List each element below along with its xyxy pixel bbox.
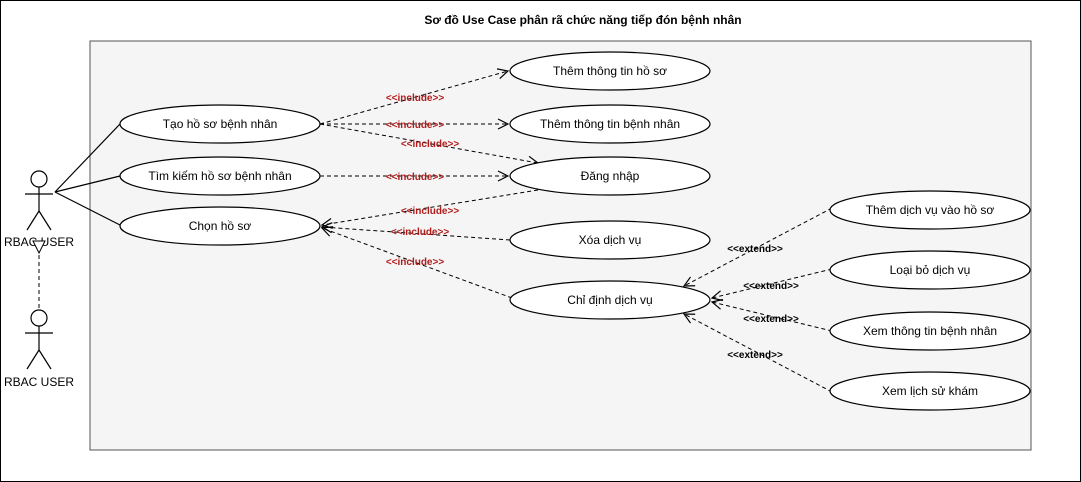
actor-label: RBAC USER	[4, 375, 74, 389]
usecase-label: Đăng nhập	[581, 169, 640, 183]
include-label: <<include>>	[386, 257, 445, 268]
include-line	[319, 123, 538, 163]
usecase-xoa-dich-vu[interactable]: Xóa dịch vụ	[509, 220, 711, 260]
actor-label: RBAC USER	[4, 235, 74, 249]
extend-label: <<extend>>	[727, 244, 783, 255]
usecase-label: Xóa dịch vụ	[579, 233, 642, 247]
usecase-dang-nhap[interactable]: Đăng nhập	[509, 156, 711, 196]
usecase-them-tt-benh-nhan[interactable]: Thêm thông tin bệnh nhân	[509, 104, 711, 144]
usecase-label: Loại bỏ dịch vụ	[890, 263, 971, 277]
include-label: <<include>>	[401, 139, 460, 150]
usecase-xem-tt-benh-nhan[interactable]: Xem thông tin bệnh nhân	[829, 311, 1031, 351]
usecase-label: Chỉ định dịch vụ	[567, 293, 652, 307]
include-label: <<include>>	[391, 227, 450, 238]
usecase-label: Thêm dịch vụ vào hồ sơ	[866, 203, 995, 217]
usecase-label: Xem lịch sử khám	[882, 384, 978, 398]
association-line	[54, 175, 121, 193]
include-label: <<include>>	[386, 120, 445, 131]
actor-rbac-user-2[interactable]: RBAC USER	[4, 309, 74, 389]
usecase-label: Chọn hồ sơ	[189, 219, 252, 233]
usecase-chi-dinh-dich-vu[interactable]: Chỉ định dịch vụ	[509, 280, 711, 320]
include-line	[322, 227, 511, 241]
usecase-tim-kiem[interactable]: Tìm kiếm hồ sơ bệnh nhân	[119, 156, 321, 196]
usecase-label: Xem thông tin bệnh nhân	[863, 324, 997, 338]
usecase-label: Tạo hồ sơ bệnh nhân	[163, 117, 278, 131]
usecase-them-dv-vao-ho-so[interactable]: Thêm dịch vụ vào hồ sơ	[829, 190, 1031, 230]
extend-label: <<extend>>	[743, 314, 799, 325]
include-label: <<include>>	[401, 206, 460, 217]
association-line	[54, 123, 121, 193]
include-label: <<include>>	[386, 93, 445, 104]
association-line	[54, 191, 121, 226]
extend-label: <<extend>>	[727, 350, 783, 361]
include-line	[322, 228, 513, 299]
usecase-xem-lich-su-kham[interactable]: Xem lịch sử khám	[829, 371, 1031, 411]
include-label: <<include>>	[386, 172, 445, 183]
actor-rbac-user-1[interactable]: RBAC USER	[4, 170, 74, 249]
usecase-label: Tìm kiếm hồ sơ bệnh nhân	[148, 169, 291, 183]
extend-label: <<extend>>	[743, 281, 799, 292]
usecase-label: Thêm thông tin hồ sơ	[553, 64, 667, 78]
usecase-them-tt-ho-so[interactable]: Thêm thông tin hồ sơ	[509, 51, 711, 91]
include-line	[322, 189, 539, 225]
usecase-chon-ho-so[interactable]: Chọn hồ sơ	[119, 206, 321, 246]
usecase-label: Thêm thông tin bệnh nhân	[540, 117, 680, 131]
diagram-title: Sơ đồ Use Case phân rã chức năng tiếp đó…	[424, 13, 741, 27]
include-line	[319, 71, 508, 125]
usecase-tao-ho-so[interactable]: Tạo hồ sơ bệnh nhân	[119, 104, 321, 144]
usecase-loai-bo-dich-vu[interactable]: Loại bỏ dịch vụ	[829, 250, 1031, 290]
